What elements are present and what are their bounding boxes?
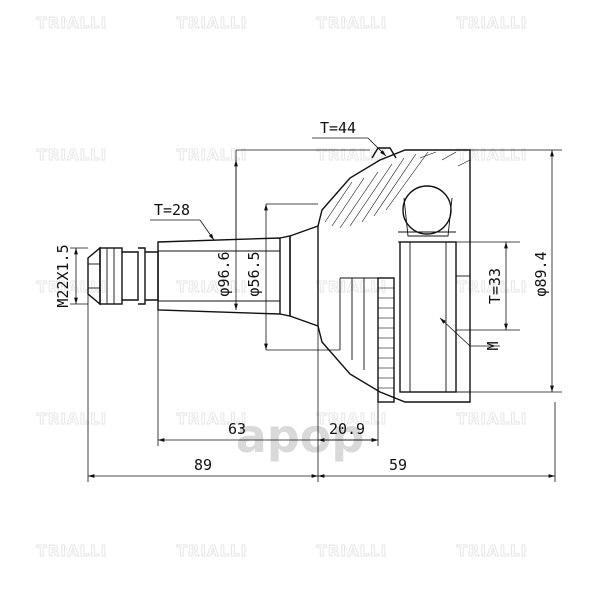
watermark-text: TRIALLI bbox=[177, 14, 248, 32]
len-63-label: 63 bbox=[228, 420, 246, 438]
dia-96-6-label: φ96.6 bbox=[215, 251, 233, 296]
watermark-text: TRIALLI bbox=[37, 542, 108, 560]
brand-watermark: apop bbox=[236, 409, 365, 463]
watermark-text: TRIALLI bbox=[177, 146, 248, 164]
watermark-text: TRIALLI bbox=[317, 14, 388, 32]
thread-label: M22X1.5 bbox=[54, 244, 72, 307]
part-outline bbox=[87, 147, 471, 403]
m-label: M bbox=[484, 341, 502, 350]
len-20-9-label: 20.9 bbox=[329, 420, 365, 438]
watermark-text: TRIALLI bbox=[37, 278, 108, 296]
watermark-layer: TRIALLI TRIALLI TRIALLI TRIALLI TRIALLI TRIAL… bbox=[36, 14, 528, 561]
watermark-text: TRIALLI bbox=[317, 278, 388, 296]
watermark-text: TRIALLI bbox=[317, 410, 388, 428]
dimension-lines bbox=[70, 137, 562, 482]
watermark-text: TRIALLI bbox=[37, 410, 108, 428]
watermark-text: TRIALLI bbox=[457, 14, 528, 32]
t28-label: T=28 bbox=[154, 201, 190, 219]
dimension-labels: M22X1.5 T=44 T=28 φ96.6 φ56.5 T=33 φ89.4… bbox=[54, 119, 550, 474]
watermark-text: TRIALLI bbox=[457, 410, 528, 428]
t33-label: T=33 bbox=[486, 268, 504, 304]
dia-56-5-label: φ56.5 bbox=[245, 251, 263, 296]
watermark-text: TRIALLI bbox=[177, 410, 248, 428]
watermark-text: TRIALLI bbox=[177, 542, 248, 560]
watermark-text: TRIALLI bbox=[37, 14, 108, 32]
len-59-label: 59 bbox=[389, 456, 407, 474]
watermark-text: TRIALLI bbox=[177, 278, 248, 296]
watermark-text: TRIALLI bbox=[37, 146, 108, 164]
watermark-text: TRIALLI bbox=[457, 542, 528, 560]
watermark-text: TRIALLI bbox=[317, 542, 388, 560]
watermark-text: TRIALLI bbox=[457, 278, 528, 296]
dia-89-4-label: φ89.4 bbox=[532, 251, 550, 296]
t44-label: T=44 bbox=[320, 119, 356, 137]
len-89-label: 89 bbox=[194, 456, 212, 474]
